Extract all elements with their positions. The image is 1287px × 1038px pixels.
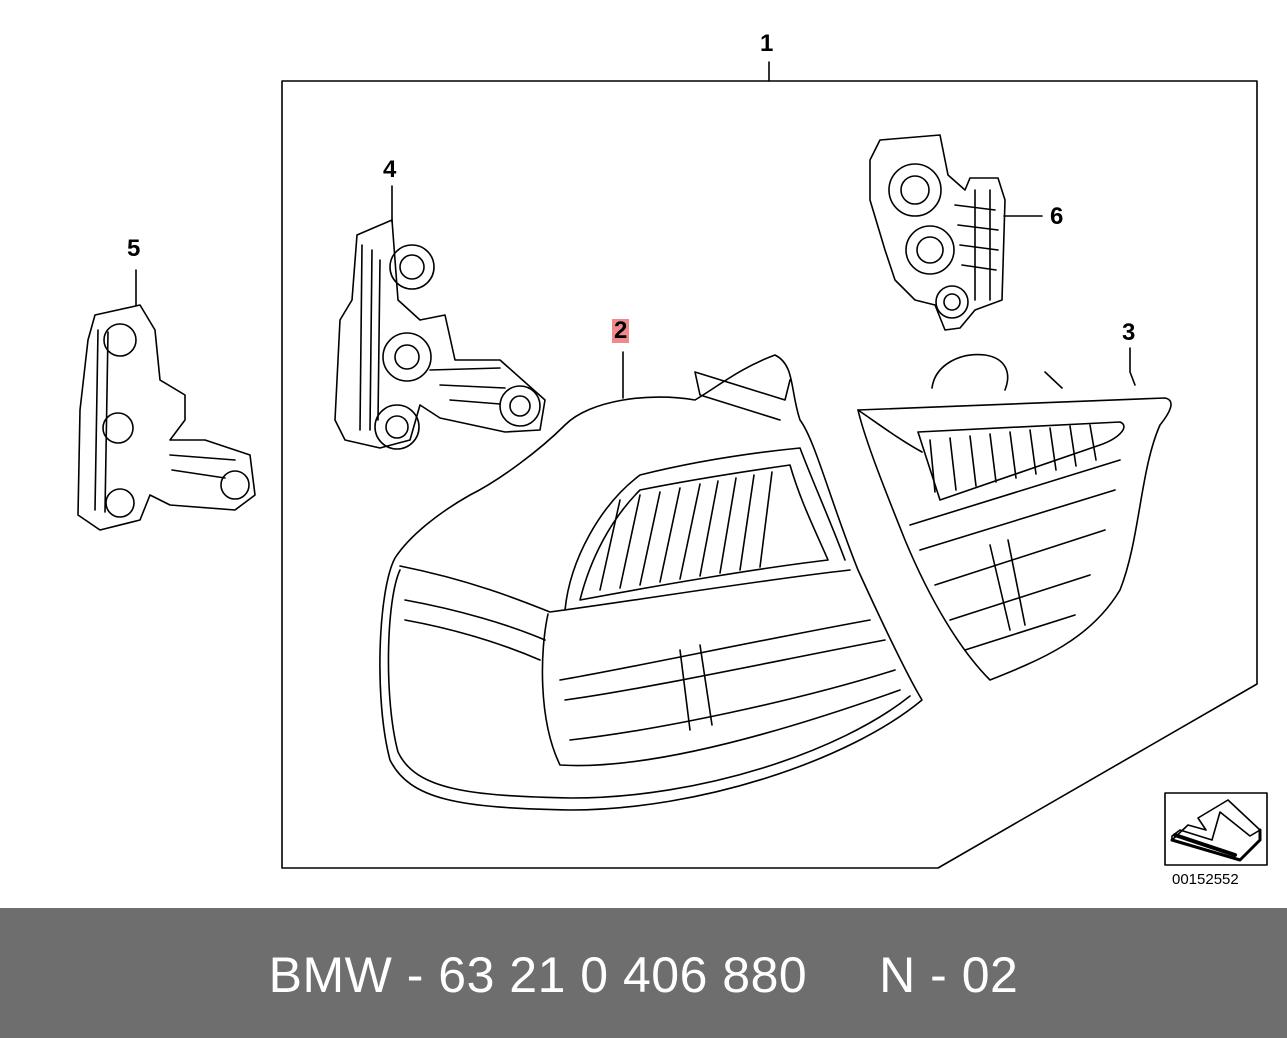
leader-3 [1129, 347, 1136, 386]
outer-tail-light-drawing [379, 354, 923, 811]
footer-bar: BMW - 63 21 0 406 880 N - 02 [0, 908, 1287, 1038]
callout-5: 5 [127, 235, 141, 262]
bulb-carrier-6-drawing [869, 134, 1043, 331]
orientation-arrow-icon [1164, 792, 1268, 866]
part-number-caption: BMW - 63 21 0 406 880 N - 02 [268, 947, 1019, 1003]
reference-number: 00152552 [1172, 871, 1239, 888]
callout-2: 2 [612, 317, 630, 344]
callout-1: 1 [760, 30, 774, 57]
callout-4: 4 [383, 156, 397, 183]
diagram-drawing [77, 61, 1268, 869]
bulb-carrier-5-drawing [77, 269, 256, 531]
callout-3: 3 [1122, 319, 1136, 346]
assembly-frame [281, 80, 1258, 869]
bulb-carrier-4-drawing [334, 185, 546, 450]
parts-diagram: 1 2 3 4 5 6 00152552 [77, 30, 1268, 888]
callout-6: 6 [1050, 203, 1064, 230]
inner-tail-light-drawing [857, 353, 1172, 681]
